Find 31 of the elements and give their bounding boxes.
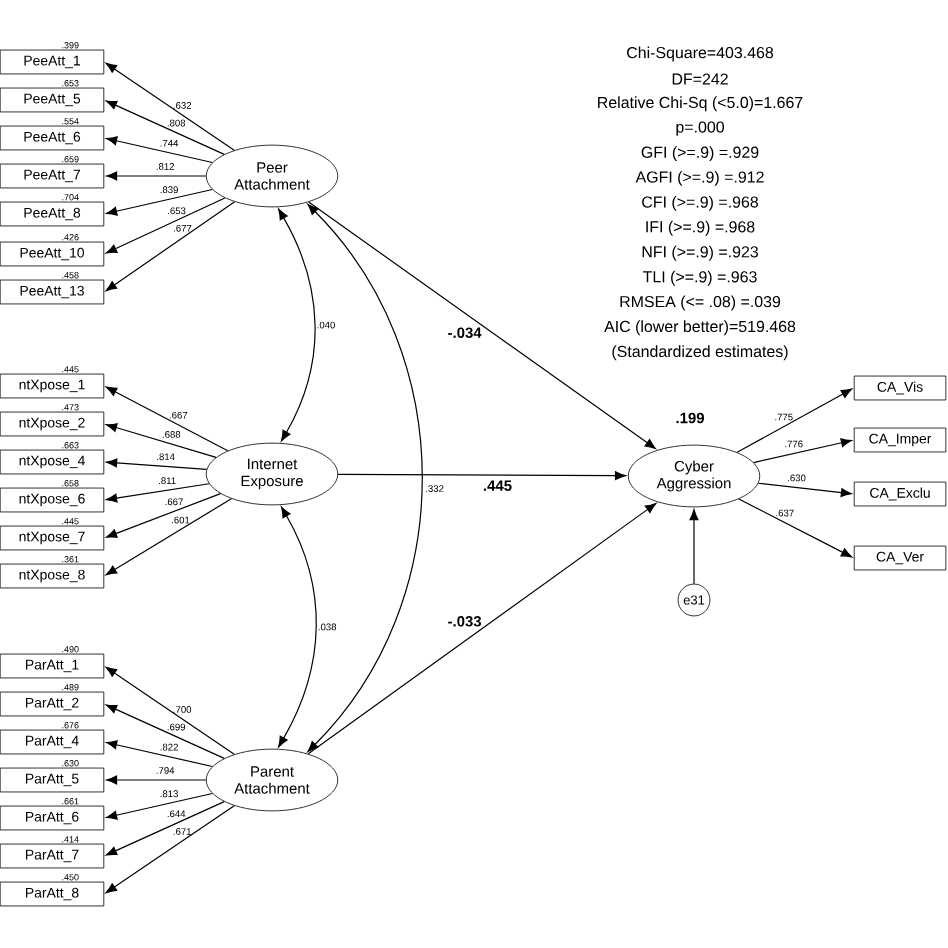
path-arrow (105, 493, 222, 538)
path-arrow (105, 666, 235, 755)
path-arrow (106, 171, 207, 181)
path-arrow (757, 482, 852, 498)
path-arrow (106, 483, 210, 503)
path-arrow (105, 805, 235, 894)
correlation-arrow (278, 208, 316, 442)
path-arrow (106, 458, 208, 470)
path-arrow (105, 62, 235, 151)
path-arrow (105, 188, 213, 216)
path-arrow (105, 100, 225, 155)
path-arrow (105, 386, 229, 452)
path-arrow (105, 704, 225, 759)
path-arrow (736, 388, 853, 453)
path-arrow (337, 471, 627, 481)
path-arrow (106, 775, 207, 785)
correlation-arrow (278, 506, 317, 748)
path-arrow (105, 792, 213, 820)
path-arrow (308, 201, 656, 450)
path-arrow (105, 423, 217, 458)
path-arrow (105, 197, 226, 254)
path-arrow (105, 801, 225, 856)
path-arrow (738, 498, 853, 558)
correlation-arrow (307, 203, 423, 753)
path-arrow (105, 740, 213, 768)
path-arrow (105, 136, 213, 164)
path-arrow (689, 509, 699, 585)
path-arrow (753, 438, 853, 464)
path-arrow (105, 201, 236, 292)
path-arrow (307, 502, 657, 755)
path-arrow (105, 498, 232, 576)
